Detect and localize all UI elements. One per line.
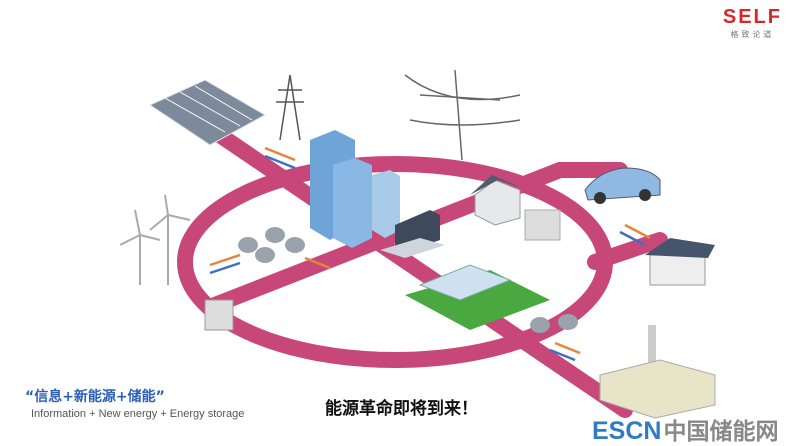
computer-icon <box>380 210 445 258</box>
cabinet-icon <box>204 299 234 331</box>
substation-icon <box>530 314 578 333</box>
tagline: “信息+新能源+储能” Information + New energy + E… <box>25 386 244 420</box>
watermark-latin: ESCN <box>592 417 662 445</box>
wind-turbines-icon <box>119 194 191 285</box>
logo-brand: SELF <box>722 6 782 28</box>
headline: 能源革命即将到来！ <box>325 399 478 419</box>
factory-icon <box>405 264 550 330</box>
storage-building-icon <box>524 209 561 241</box>
solar-house-icon <box>645 238 715 286</box>
electric-car-icon <box>584 167 661 204</box>
house-icon <box>470 175 522 226</box>
self-logo: SELF 格致论道 <box>723 6 782 40</box>
power-pole-icon <box>404 69 521 161</box>
energy-flow-arrows <box>209 146 651 362</box>
watermark-chinese: 中国储能网 <box>663 419 779 445</box>
tagline-chinese: “信息+新能源+储能” <box>25 389 165 405</box>
power-plant-icon <box>599 325 716 419</box>
tagline-english: Information + New energy + Energy storag… <box>31 408 245 420</box>
logo-subtitle: 格致论道 <box>730 30 775 39</box>
transmission-tower-icon <box>276 74 304 141</box>
solar-panels-icon <box>148 79 267 146</box>
watermark: ESCN中国储能网 <box>592 412 778 446</box>
roads <box>177 117 668 418</box>
skyscrapers-icon <box>310 130 400 248</box>
transformers-icon <box>238 227 305 263</box>
